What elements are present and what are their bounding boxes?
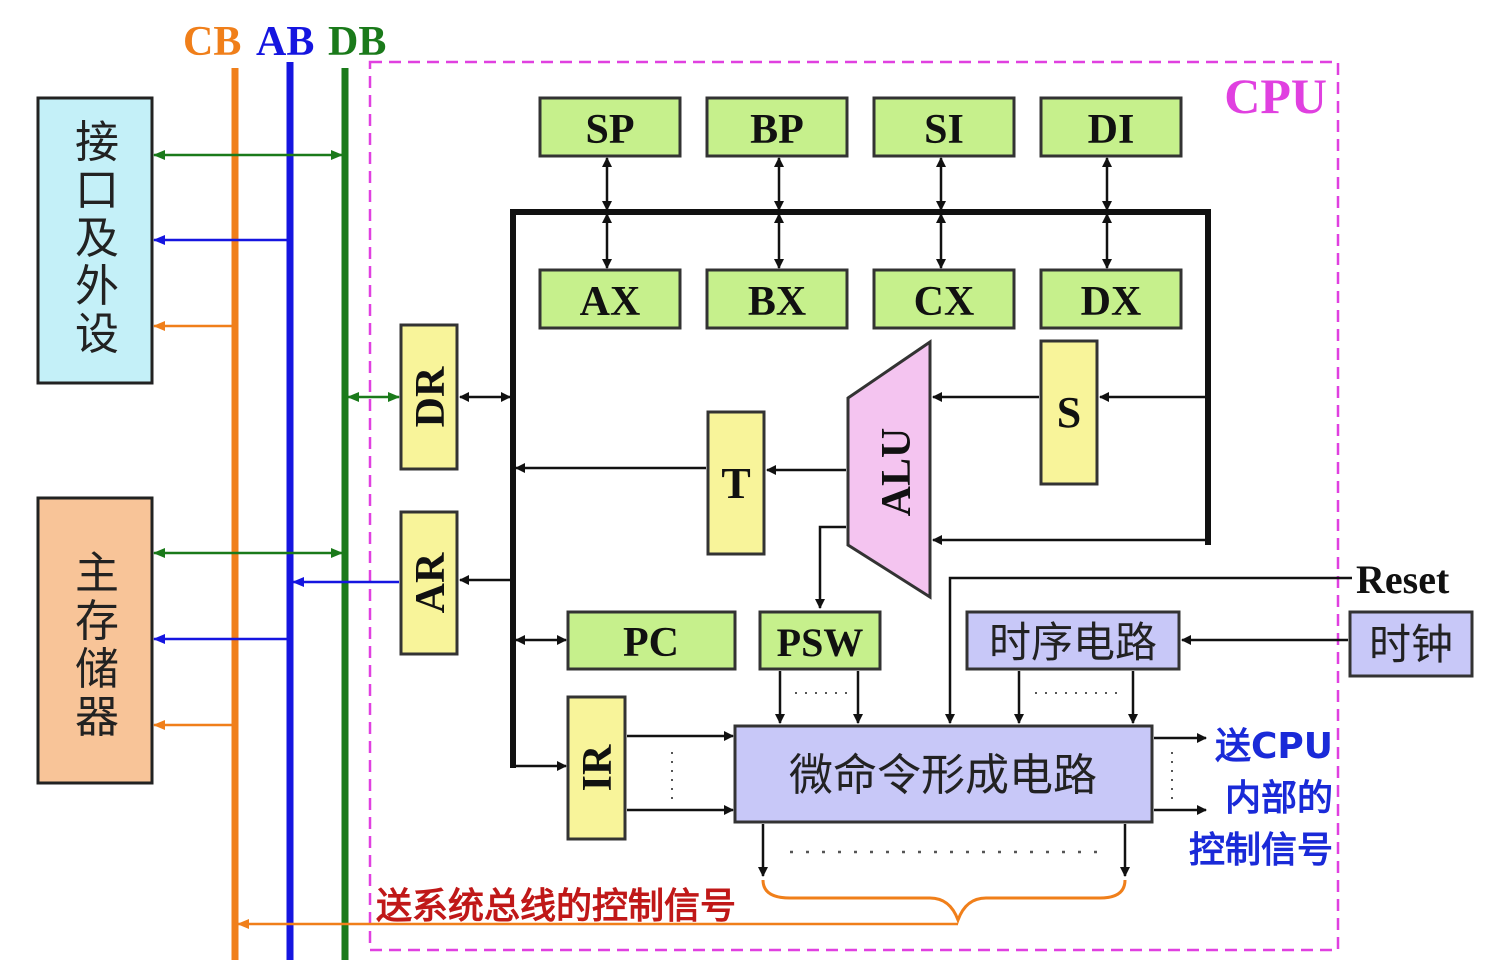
peripheral-box [36, 96, 154, 385]
bus-label-db: DB [328, 19, 386, 65]
peripheral-char: 口 [75, 165, 119, 216]
internal-signal-label-line: 送CPU [1215, 726, 1333, 767]
register-di [1039, 96, 1183, 158]
register-dr-label: DR [408, 366, 454, 427]
peripheral-char: 及 [75, 213, 119, 264]
register-dx [1039, 268, 1183, 330]
register-row-general: AX BX CX DX [538, 268, 1183, 330]
memory-char: 存 [75, 596, 119, 647]
register-sp-label: SP [585, 107, 634, 153]
peripheral-char: 设 [75, 309, 119, 360]
clock-label: 时钟 [1369, 620, 1453, 669]
clock-box [1348, 610, 1474, 678]
timing-circuit [965, 610, 1181, 671]
register-ar-label: AR [408, 552, 454, 613]
register-di-label: DI [1088, 107, 1135, 153]
register-pc [566, 610, 737, 671]
register-ir [566, 695, 627, 841]
cpu-label: CPU [1224, 68, 1327, 124]
internal-bus [510, 209, 1211, 768]
register-cx [872, 268, 1016, 330]
register-s [1039, 339, 1099, 486]
register-t [706, 410, 766, 556]
register-psw-label: PSW [777, 620, 864, 665]
reset-label: Reset [1356, 557, 1450, 602]
register-bp-label: BP [750, 107, 804, 153]
internal-signal-label-line: 控制信号 [1189, 830, 1333, 871]
register-psw [758, 610, 882, 671]
register-pc-label: PC [623, 620, 679, 666]
main-memory-box [36, 496, 154, 785]
alu-unit [846, 339, 932, 600]
register-bp [705, 96, 849, 158]
register-sp [538, 96, 682, 158]
alu-to-psw-arrow [815, 525, 846, 609]
micro-command-circuit [733, 724, 1154, 824]
register-row-top: SP BP SI DI [538, 96, 1183, 158]
register-dr [399, 323, 459, 471]
timing-circuit-label: 时序电路 [989, 618, 1157, 667]
register-bx [705, 268, 849, 330]
reset-signal-arrow [945, 576, 1352, 724]
register-cx-label: CX [914, 279, 975, 325]
micro-command-label: 微命令形成电路 [789, 750, 1097, 801]
internal-signal-label-line: 内部的 [1225, 778, 1333, 819]
peripheral-char: 外 [75, 261, 119, 312]
memory-char: 器 [75, 692, 119, 743]
alu-label: ALU [874, 428, 920, 517]
register-bus-arrows [602, 157, 1112, 269]
register-ax [538, 268, 682, 330]
cpu-boundary [368, 60, 1340, 952]
register-ir-label: IR [575, 744, 621, 791]
register-ar [399, 510, 459, 656]
register-bx-label: BX [748, 279, 806, 325]
register-s-label: S [1057, 388, 1081, 437]
system-signal-label: 送系统总线的控制信号 [376, 886, 736, 927]
memory-char: 储 [75, 644, 119, 695]
register-ax-label: AX [580, 279, 641, 325]
register-t-label: T [721, 459, 750, 508]
peripheral-char: 接 [75, 117, 119, 168]
output-brace [761, 879, 1127, 925]
register-si-label: SI [924, 107, 964, 153]
bus-label-cb: CB [183, 19, 241, 65]
register-dx-label: DX [1081, 279, 1142, 325]
register-si [872, 96, 1016, 158]
bus-label-ab: AB [256, 19, 314, 65]
memory-char: 主 [75, 548, 119, 599]
